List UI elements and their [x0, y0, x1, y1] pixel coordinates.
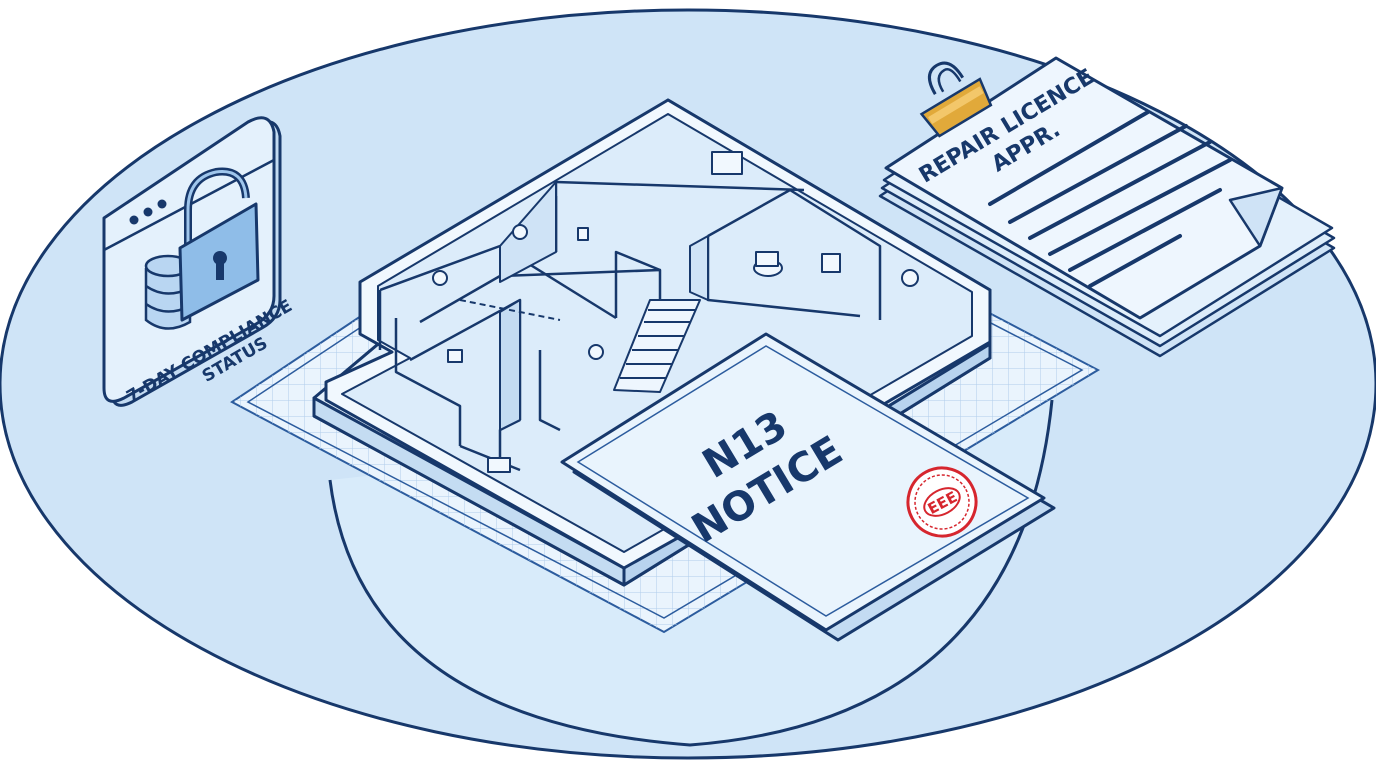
- open-padlock-icon: [178, 167, 260, 322]
- window-dots: [129, 199, 167, 225]
- staircase: [613, 299, 701, 393]
- notice-document: N13 NOTICE EEE: [560, 332, 1056, 642]
- licence-document: REPAIR LICENCE APPR.: [878, 56, 1336, 358]
- fixtures: [432, 151, 919, 473]
- binder-clip-icon: [919, 61, 993, 138]
- compliance-panel: 7-DAY COMPLIANCE STATUS: [102, 116, 296, 407]
- seal-stamp-icon: EEE: [906, 466, 978, 538]
- notice-paper: [560, 332, 1046, 632]
- text-lines: [988, 110, 1232, 288]
- page-curl: [1228, 186, 1284, 248]
